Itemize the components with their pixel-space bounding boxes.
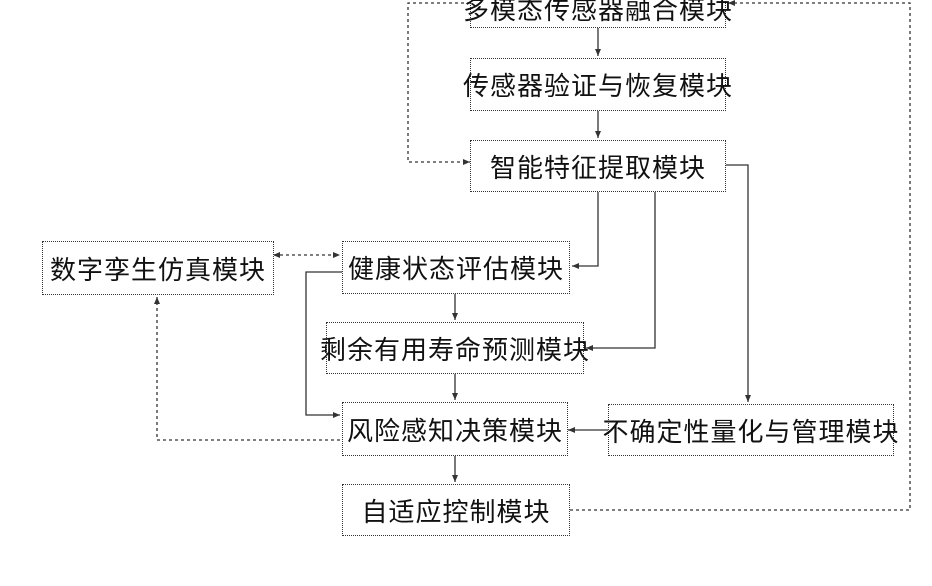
arrow-feature-to-health — [572, 192, 598, 266]
adaptive-control-module: 自适应控制模块 — [342, 484, 570, 536]
arrow-feature-to-uncertainty — [726, 165, 748, 402]
risk-decision-module: 风险感知决策模块 — [342, 402, 568, 456]
arrow-fusion-to-feature — [408, 3, 470, 162]
arrow-risk-to-twin — [157, 297, 340, 440]
health-assessment-module: 健康状态评估模块 — [342, 241, 570, 294]
arrow-feature-to-rul — [586, 192, 655, 348]
uncertainty-management-module: 不确定性量化与管理模块 — [608, 404, 894, 456]
sensor-verification-module: 传感器验证与恢复模块 — [470, 58, 726, 111]
rul-prediction-module: 剩余有用寿命预测模块 — [326, 322, 584, 374]
feature-extraction-module: 智能特征提取模块 — [470, 140, 726, 192]
sensor-fusion-module: 多模态传感器融合模块 — [470, 0, 726, 28]
digital-twin-module: 数字孪生仿真模块 — [42, 241, 274, 295]
